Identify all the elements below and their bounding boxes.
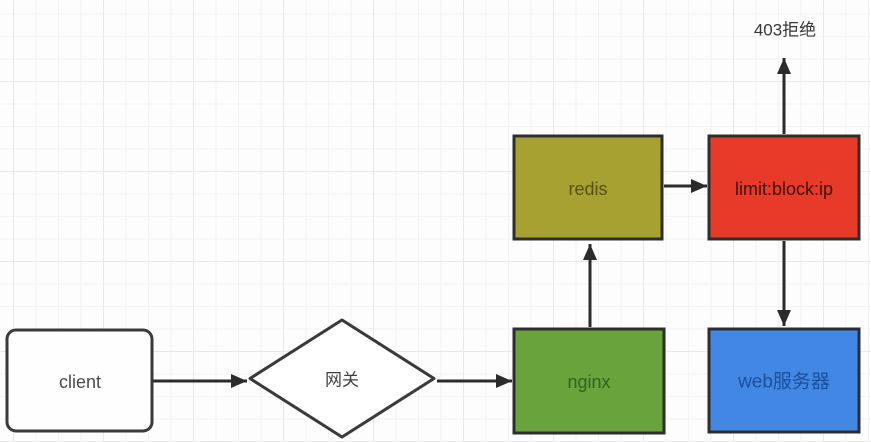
limit-block-ip-box[interactable]	[707, 134, 861, 241]
node-client[interactable]: client	[5, 328, 154, 433]
nginx-box[interactable]	[512, 327, 666, 435]
node-nginx[interactable]: nginx	[512, 327, 666, 435]
redis-box[interactable]	[512, 134, 664, 241]
web-server-box[interactable]	[707, 327, 861, 434]
node-redis[interactable]: redis	[512, 134, 664, 241]
node-gateway[interactable]: 网关	[248, 318, 436, 439]
node-limit-block-ip[interactable]: limit:block:ip	[707, 134, 861, 241]
node-web-server[interactable]: web服务器	[707, 327, 861, 434]
gateway-diamond[interactable]	[248, 318, 436, 439]
deny-403-label: 403拒绝	[754, 21, 816, 40]
edges-layer	[153, 58, 791, 388]
client-box[interactable]	[5, 328, 154, 433]
